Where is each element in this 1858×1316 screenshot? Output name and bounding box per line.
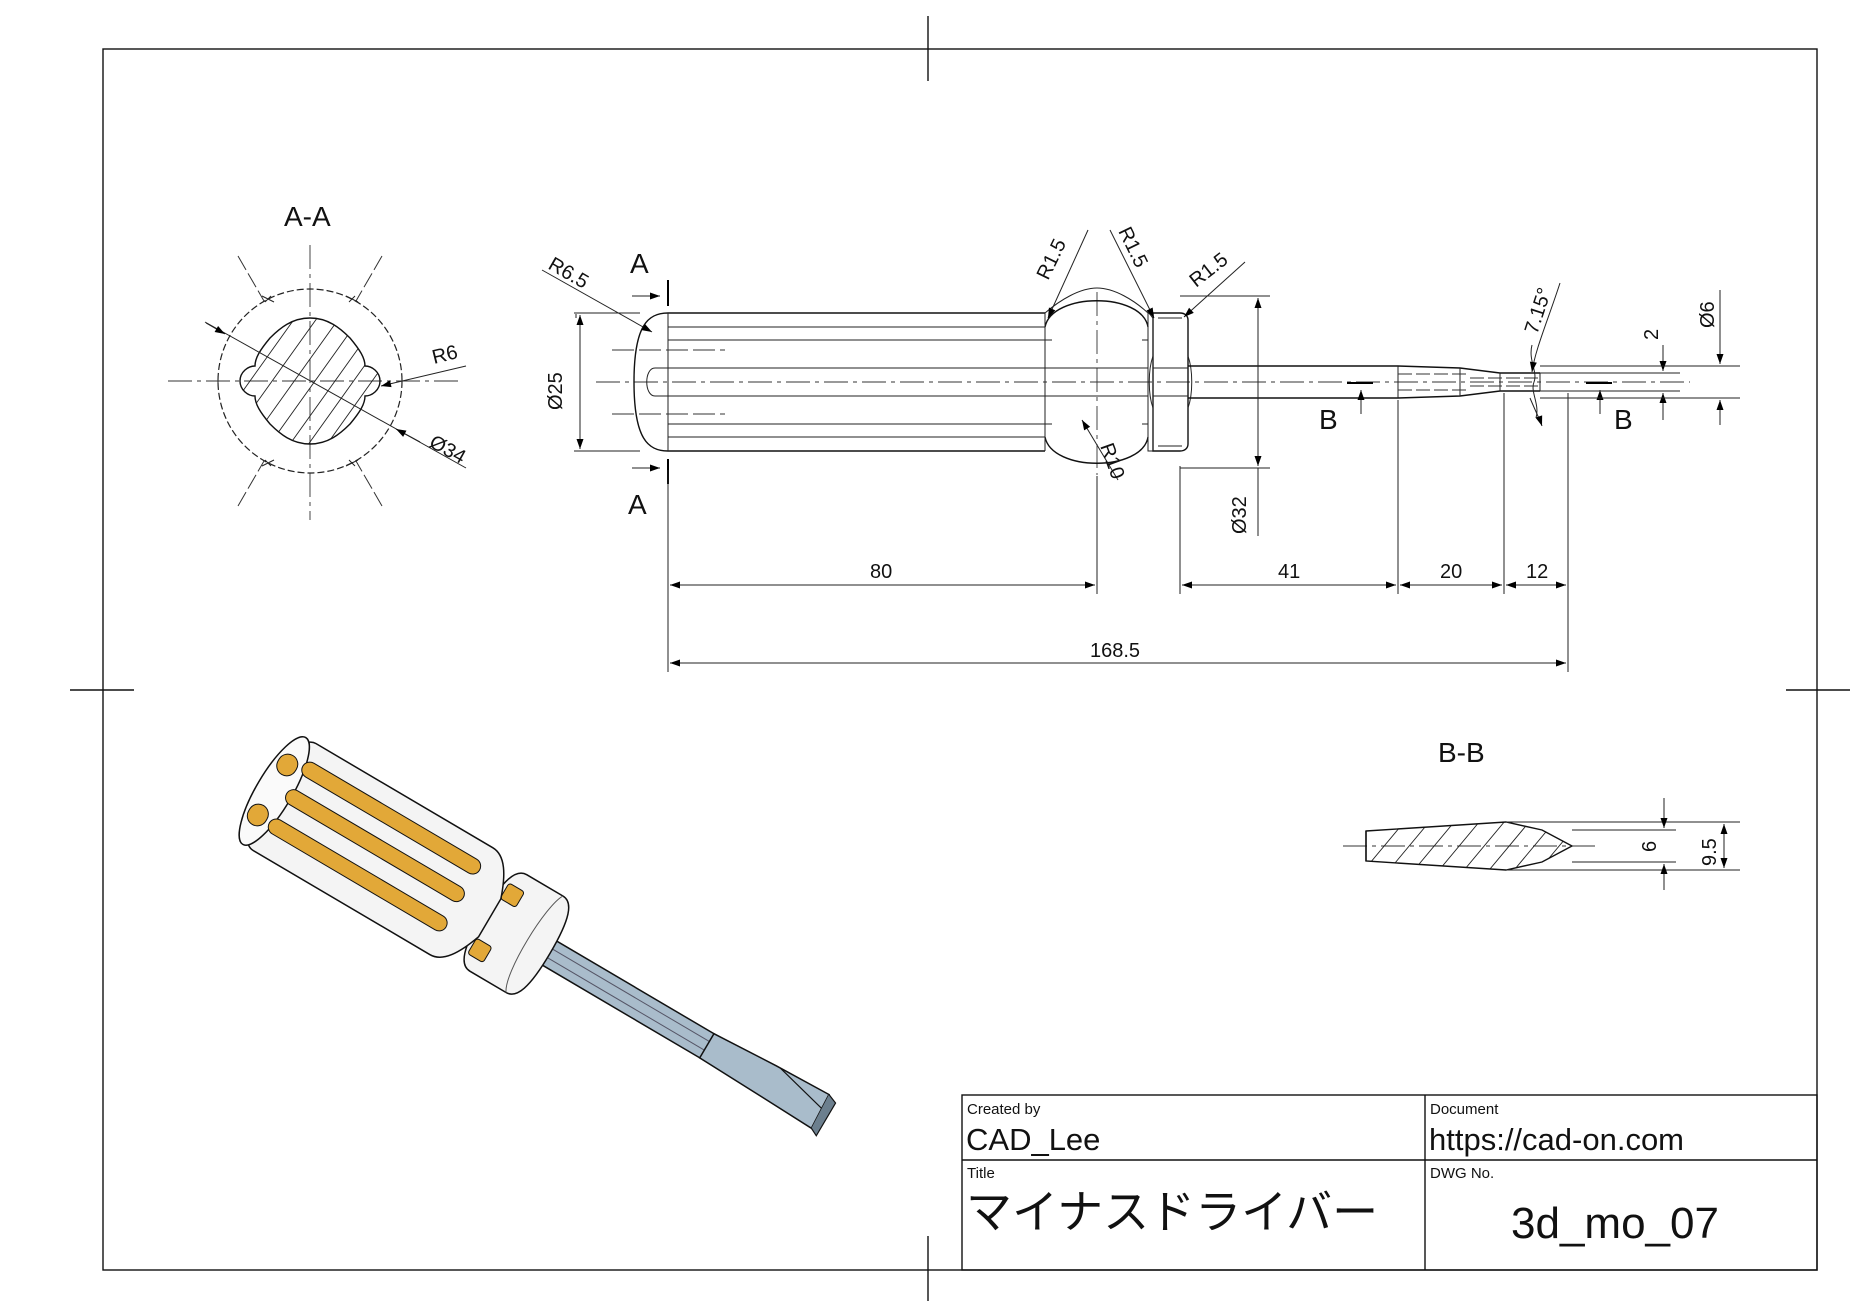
dim-len-12: 12 [1526,561,1548,583]
dim-2: 2 [1641,329,1663,340]
dim-d32: Ø32 [1229,496,1251,534]
dim-d6: Ø6 [1697,301,1719,328]
title-block: Created by CAD_Lee Document https://cad-… [961,1094,1818,1271]
dim-len-41: 41 [1278,561,1300,583]
section-aa-title: A-A [284,201,331,232]
document-value: https://cad-on.com [1429,1122,1684,1157]
dim-r1-5-c: R1.5 [1186,249,1233,292]
dim-r1-5-a: R1.5 [1033,236,1071,284]
dwg-no-caption: DWG No. [1430,1165,1494,1182]
isometric-screwdriver [238,736,837,1137]
created-by-caption: Created by [967,1101,1041,1118]
cut-label-a-top: A [630,248,649,279]
dim-len-80: 80 [870,561,892,583]
section-bb-view: B-B 6 9.5 [1343,737,1740,890]
dim-r10: R10 [1095,440,1128,482]
dim-r1-5-b: R1.5 [1114,224,1152,272]
created-by-value: CAD_Lee [966,1122,1100,1157]
title-caption: Title [967,1165,995,1182]
cut-label-b-right: B [1614,404,1633,435]
dim-aa-d34: Ø34 [426,431,470,469]
section-bb-title: B-B [1438,737,1485,768]
dim-r6-5: R6.5 [545,253,593,293]
front-view: A A B B Ø25 R6.5 R1.5 R1.5 R1.5 R10 [541,224,1740,672]
cut-label-b-left: B [1319,404,1338,435]
section-aa-view: A-A [168,201,469,520]
cut-label-a-bottom: A [628,489,647,520]
dim-bb-9-5: 9.5 [1699,838,1721,866]
dim-aa-r6: R6 [430,341,460,369]
title-value: マイナスドライバー [966,1186,1378,1238]
dwg-no-value: 3d_mo_07 [1511,1199,1719,1248]
document-caption: Document [1430,1101,1499,1118]
blade [698,1032,830,1130]
dim-bb-6: 6 [1639,841,1661,852]
dim-d25: Ø25 [545,372,567,410]
dim-len-20: 20 [1440,561,1462,583]
sheet-frame [70,16,1850,1301]
dim-len-total: 168.5 [1090,640,1140,662]
